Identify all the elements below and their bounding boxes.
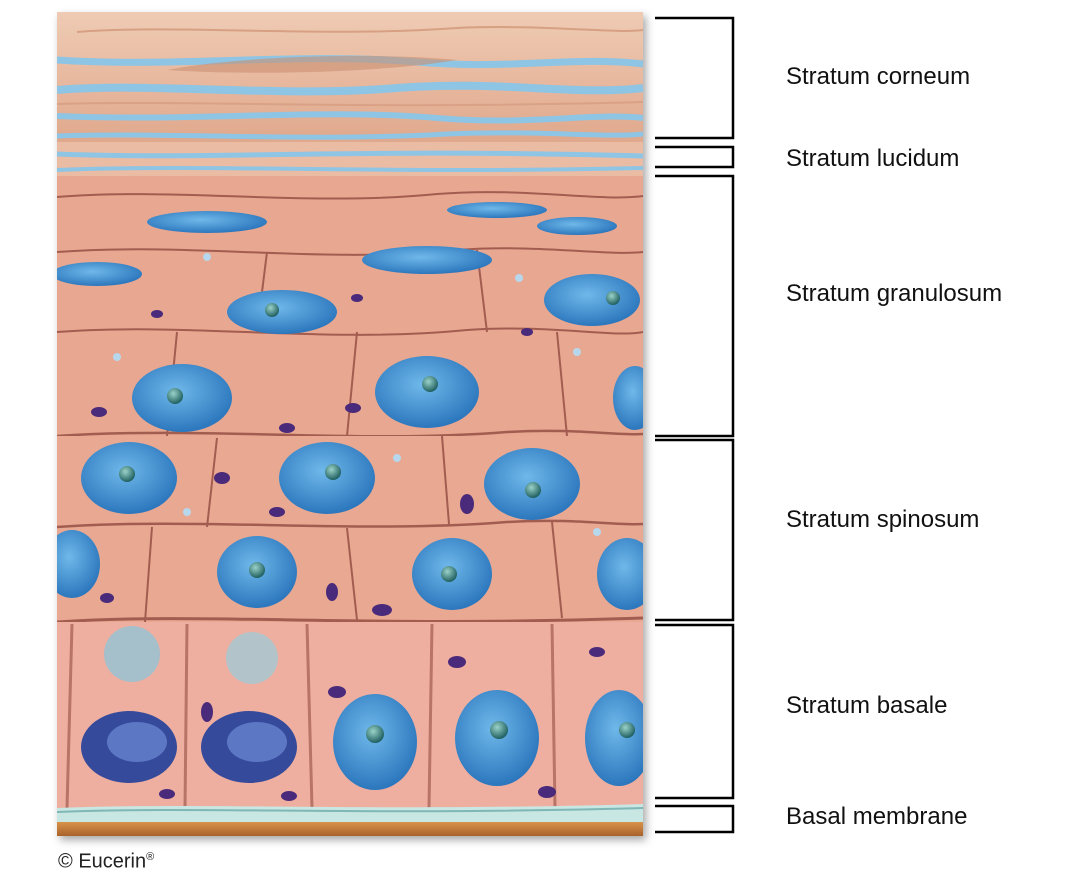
registered-mark: ®	[146, 851, 154, 863]
stratum-spinosum-region	[57, 436, 643, 622]
copyright-notice: © Eucerin®	[58, 845, 154, 874]
label-basal-membrane: Basal membrane	[786, 803, 967, 831]
stratum-granulosum-region	[57, 176, 643, 436]
stratum-corneum-region	[57, 12, 643, 142]
bracket-granulosum	[655, 176, 733, 436]
brand-name: Eucerin	[78, 851, 146, 873]
copyright-symbol: ©	[58, 851, 73, 873]
label-stratum-basale: Stratum basale	[786, 692, 947, 720]
stratum-lucidum-region	[57, 142, 643, 176]
stratum-basale-region	[57, 622, 643, 808]
bracket-membrane	[655, 806, 733, 832]
basal-membrane-region	[57, 804, 643, 836]
label-stratum-lucidum: Stratum lucidum	[786, 145, 959, 173]
bracket-corneum	[655, 18, 733, 138]
label-stratum-spinosum: Stratum spinosum	[786, 506, 979, 534]
bracket-basale	[655, 625, 733, 798]
label-stratum-corneum: Stratum corneum	[786, 63, 970, 91]
bracket-lucidum	[655, 147, 733, 167]
bracket-spinosum	[655, 440, 733, 620]
epidermis-illustration	[57, 12, 643, 836]
label-stratum-granulosum: Stratum granulosum	[786, 280, 1002, 308]
